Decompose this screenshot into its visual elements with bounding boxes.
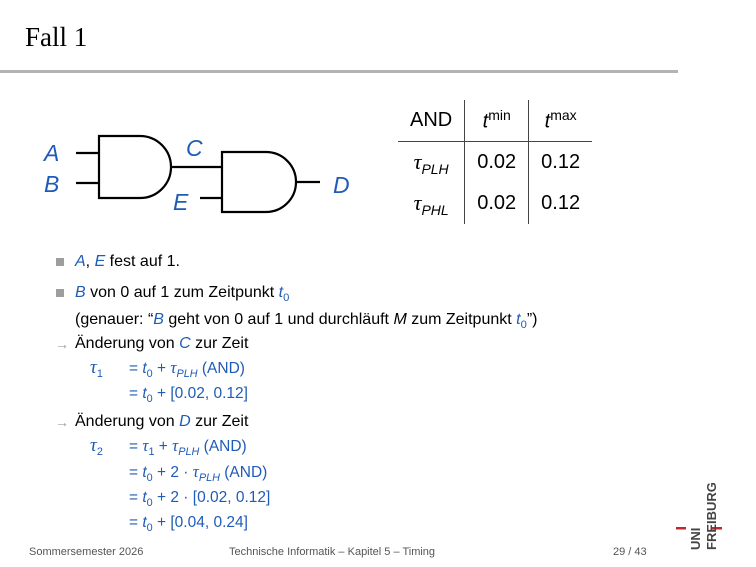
footer-page-number: 29 / 43: [613, 546, 647, 558]
logo-uni: UNI: [688, 528, 703, 550]
bullet-marker: [56, 289, 64, 297]
label-a: A: [42, 140, 59, 166]
header-gate: AND: [398, 100, 466, 142]
bullet-item: A, E fest auf 1.: [75, 253, 180, 270]
equation-line: = t0 + [0.04, 0.24]: [129, 514, 248, 535]
tau2-symbol: τ2: [90, 435, 103, 459]
and-gate-circuit: A B C E D: [42, 134, 350, 215]
tau1-equations: = t0 + τPLH (AND) = t0 + [0.02, 0.12]: [129, 358, 248, 409]
row-label-plh: τPLH: [398, 141, 466, 183]
arrow-icon: →: [55, 414, 69, 430]
row-label-phl: τPHL: [398, 183, 466, 224]
bullet-item: B von 0 auf 1 zum Zeitpunkt t0 (genauer:…: [75, 284, 538, 332]
cell-min: 0.02: [464, 141, 530, 183]
and-gate-1: [97, 134, 173, 200]
bullet-marker: [56, 258, 64, 266]
header-tmax: tmax: [528, 100, 593, 142]
label-e: E: [173, 189, 189, 215]
label-c: C: [186, 135, 203, 161]
section-c-heading: Änderung von C zur Zeit: [75, 335, 249, 352]
section-d-heading: Änderung von D zur Zeit: [75, 413, 249, 430]
label-b: B: [44, 171, 59, 197]
equation-line: = t0 + [0.02, 0.12]: [129, 385, 248, 406]
footer-term: Sommersemester 2026: [29, 546, 144, 558]
label-d: D: [333, 172, 350, 198]
slide-title: Fall 1: [25, 22, 88, 52]
cell-max: 0.12: [541, 151, 581, 173]
cell-min: 0.02: [464, 183, 530, 224]
title-divider: [0, 70, 678, 73]
tau1-symbol: τ1: [90, 357, 103, 381]
equation-line: = τ1 + τPLH (AND): [129, 436, 247, 459]
table-row: τPHL 0.02 0.12: [398, 183, 592, 224]
arrow-icon: →: [55, 336, 69, 352]
equation-line: = t0 + 2 · [0.02, 0.12]: [129, 489, 271, 510]
logo-freiburg: FREIBURG: [704, 482, 719, 550]
table-header-row: AND tmin tmax: [398, 100, 593, 142]
cell-max: 0.12: [541, 192, 581, 214]
header-tmin: tmin: [464, 100, 530, 142]
equation-line: = t0 + τPLH (AND): [129, 358, 245, 381]
university-logo: UNI FREIBURG: [676, 482, 722, 550]
equation-line: = t0 + 2 · τPLH (AND): [129, 462, 268, 485]
table-row: τPLH 0.02 0.12: [398, 141, 592, 183]
and-gate-2: [220, 150, 298, 214]
timing-table: AND tmin tmax τPLH 0.02 0.12 τPHL 0.02 0…: [398, 100, 593, 224]
footer-course: Technische Informatik – Kapitel 5 – Timi…: [229, 546, 436, 558]
tau2-equations: = τ1 + τPLH (AND) = t0 + 2 · τPLH (AND) …: [129, 436, 270, 538]
